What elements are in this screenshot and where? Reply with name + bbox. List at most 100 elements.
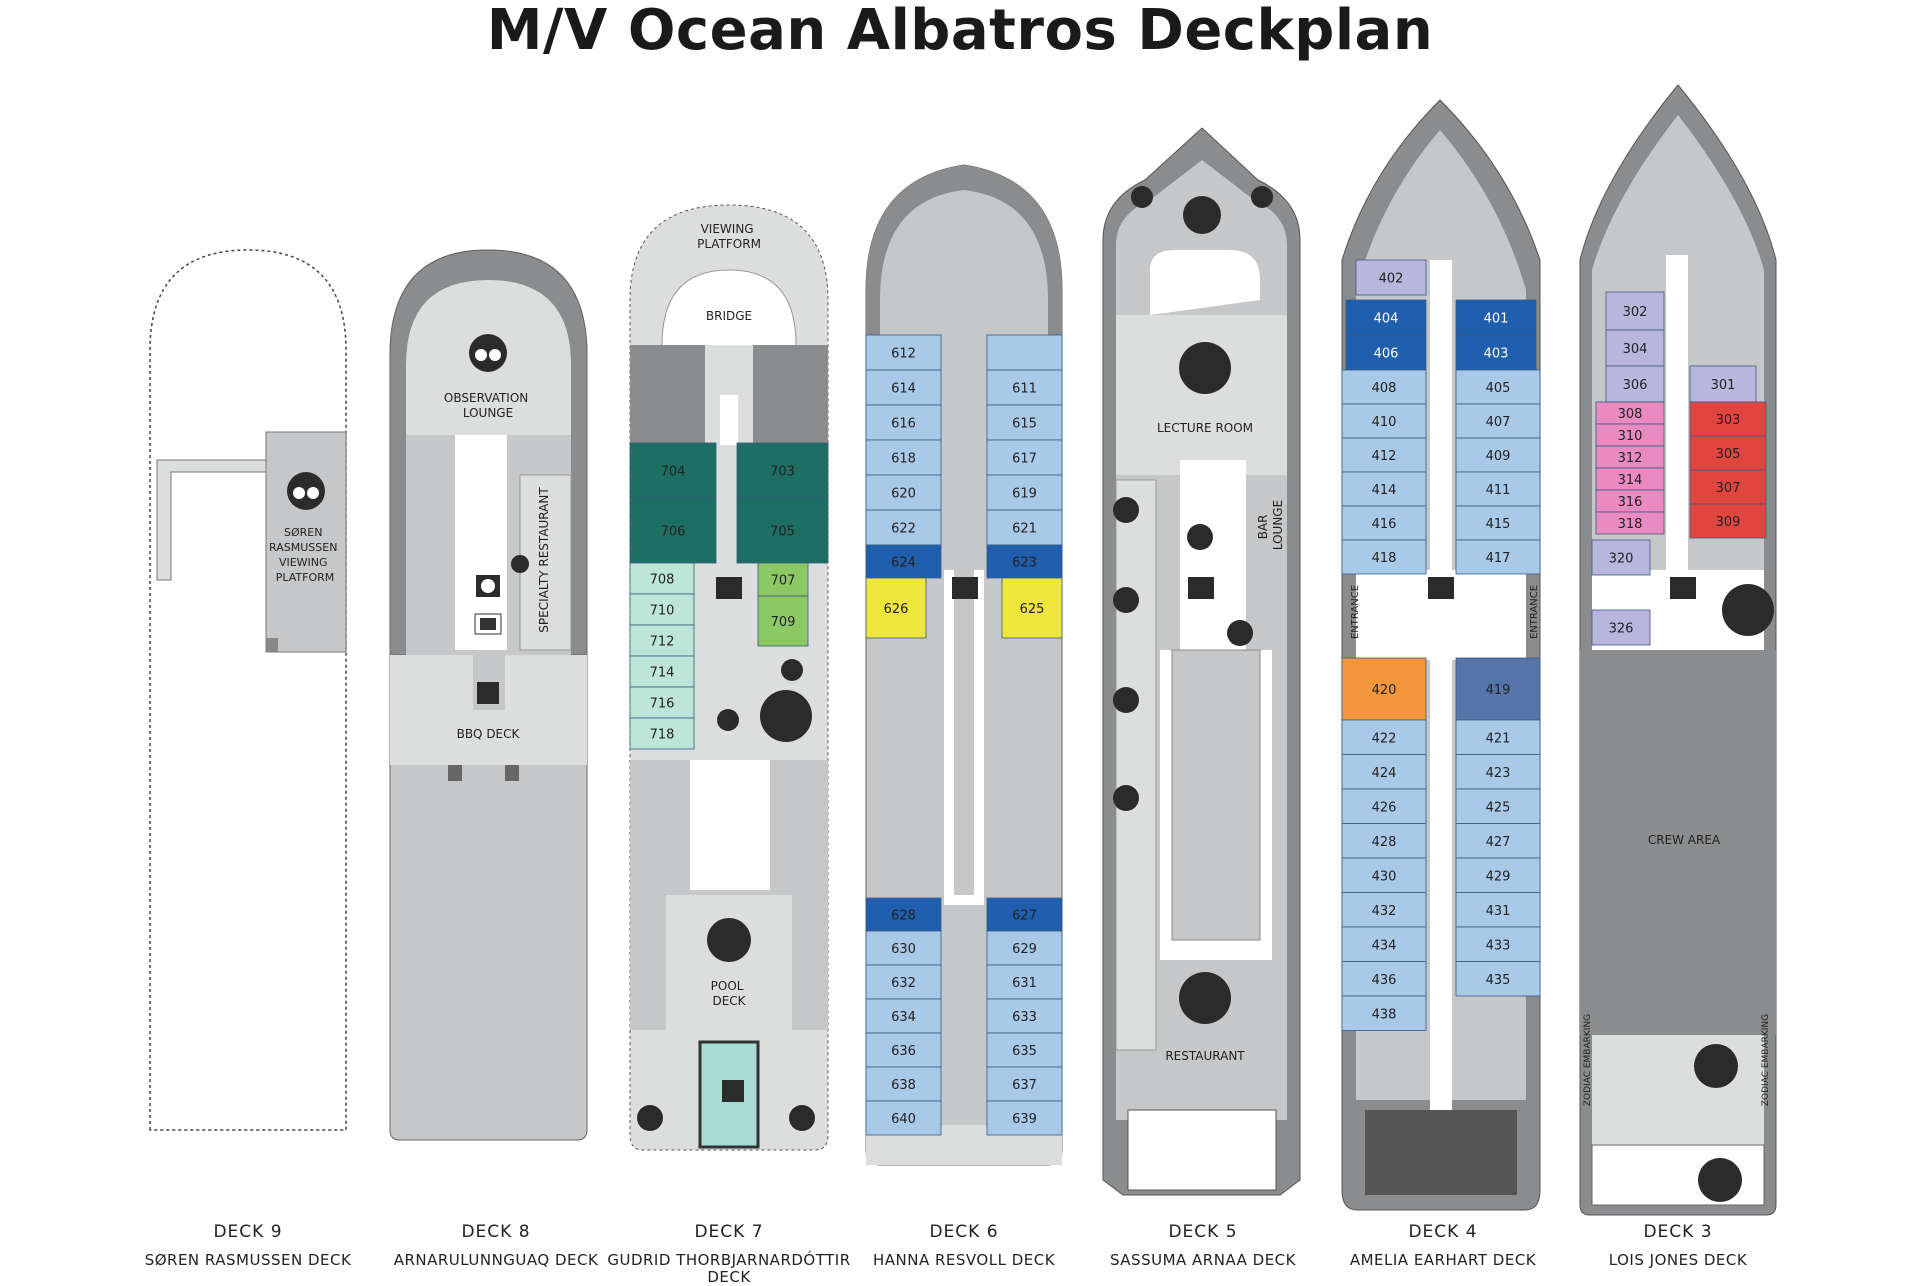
cabin-708[interactable] [629, 562, 695, 595]
cabin-626[interactable] [865, 577, 927, 639]
cabin-410[interactable] [1341, 403, 1427, 439]
cabin-307[interactable] [1689, 469, 1767, 505]
cabin-438[interactable] [1341, 995, 1427, 1031]
cabin-631[interactable] [986, 964, 1063, 1000]
cabin-419[interactable] [1455, 657, 1541, 721]
cabin-406[interactable] [1345, 334, 1427, 371]
cabin-421[interactable] [1455, 719, 1541, 755]
cabin-number: 716 [650, 697, 675, 712]
cabin-703[interactable] [736, 442, 829, 499]
cabin-432[interactable] [1341, 892, 1427, 928]
cabin-632[interactable] [865, 964, 942, 1000]
cabin-434[interactable] [1341, 926, 1427, 962]
cabin-402[interactable] [1355, 259, 1427, 296]
cabin-318[interactable] [1595, 511, 1665, 535]
cabin-418[interactable] [1341, 539, 1427, 575]
deck9-plan[interactable]: SØREN RASMUSSEN VIEWING PLATFORM [149, 249, 347, 1131]
cabin-625[interactable] [1001, 577, 1063, 639]
cabin-623[interactable] [986, 544, 1063, 579]
cabin-611[interactable] [986, 369, 1063, 406]
cabin-405[interactable] [1455, 369, 1541, 405]
cabin-716[interactable] [629, 686, 695, 719]
cabin-433[interactable] [1455, 926, 1541, 962]
cabin-401[interactable] [1455, 299, 1537, 336]
deck5-plan[interactable]: LECTURE ROOM BAR LOUNGE RESTAURANT [1102, 127, 1301, 1196]
cabin-305[interactable] [1689, 435, 1767, 471]
cabin-619[interactable] [986, 474, 1063, 511]
cabin-[interactable] [986, 334, 1063, 371]
cabin-429[interactable] [1455, 857, 1541, 893]
cabin-707[interactable] [757, 562, 809, 597]
cabin-number: 306 [1623, 378, 1648, 393]
cabin-number: 633 [1012, 1010, 1037, 1025]
cabin-number: 626 [884, 602, 909, 617]
cabin-704[interactable] [629, 442, 717, 499]
cabin-414[interactable] [1341, 471, 1427, 507]
cabin-614[interactable] [865, 369, 942, 406]
boot-icon [1694, 1044, 1738, 1088]
cabin-425[interactable] [1455, 788, 1541, 824]
cabin-306[interactable] [1605, 365, 1665, 403]
cabin-618[interactable] [865, 439, 942, 476]
cabin-426[interactable] [1341, 788, 1427, 824]
cabin-309[interactable] [1689, 503, 1767, 539]
cabin-615[interactable] [986, 404, 1063, 441]
deck8-plan[interactable]: OBSERVATION LOUNGE SPECIALTY RESTAURANT … [389, 249, 588, 1141]
cabin-415[interactable] [1455, 505, 1541, 541]
cabin-629[interactable] [986, 930, 1063, 966]
deck-name: AMELIA EARHART DECK [1349, 1251, 1537, 1269]
cabin-709[interactable] [757, 595, 809, 647]
cabin-326[interactable] [1591, 609, 1651, 646]
cabin-416[interactable] [1341, 505, 1427, 541]
cabin-404[interactable] [1345, 299, 1427, 336]
cabin-616[interactable] [865, 404, 942, 441]
cabin-628[interactable] [865, 897, 942, 932]
cabin-417[interactable] [1455, 539, 1541, 575]
cabin-408[interactable] [1341, 369, 1427, 405]
cabin-number: 305 [1716, 447, 1741, 462]
cabin-424[interactable] [1341, 754, 1427, 790]
cabin-706[interactable] [629, 497, 717, 564]
cabin-620[interactable] [865, 474, 942, 511]
cabin-428[interactable] [1341, 823, 1427, 859]
cabin-630[interactable] [865, 930, 942, 966]
gift-shop-icon [1113, 687, 1139, 713]
cabin-430[interactable] [1341, 857, 1427, 893]
deck-number: DECK 4 [1408, 1222, 1478, 1242]
cabin-431[interactable] [1455, 892, 1541, 928]
cabin-718[interactable] [629, 717, 695, 750]
elevator-icon [1188, 577, 1214, 599]
cabin-number: 308 [1618, 407, 1643, 422]
cabin-423[interactable] [1455, 754, 1541, 790]
cabin-612[interactable] [865, 334, 942, 371]
cabin-411[interactable] [1455, 471, 1541, 507]
cabin-637[interactable] [986, 1066, 1063, 1102]
cabin-705[interactable] [736, 497, 829, 564]
cabin-301[interactable] [1689, 365, 1757, 403]
deck3-plan[interactable]: CREW AREA ZODIAC EMBARKING ZODIAC EMBARK… [1579, 84, 1777, 1216]
cabin-639[interactable] [986, 1100, 1063, 1136]
cabin-622[interactable] [865, 509, 942, 546]
cabin-302[interactable] [1605, 291, 1665, 331]
cabin-633[interactable] [986, 998, 1063, 1034]
cabin-304[interactable] [1605, 329, 1665, 367]
cabin-640[interactable] [865, 1100, 942, 1136]
cabin-403[interactable] [1455, 334, 1537, 371]
cabin-422[interactable] [1341, 719, 1427, 755]
cabin-number: 624 [891, 556, 916, 571]
binoculars-icon [469, 334, 507, 372]
cabin-435[interactable] [1455, 961, 1541, 997]
cabin-621[interactable] [986, 509, 1063, 546]
cabin-320[interactable] [1591, 539, 1651, 576]
cabin-627[interactable] [986, 897, 1063, 932]
cabin-624[interactable] [865, 544, 942, 579]
cabin-710[interactable] [629, 593, 695, 626]
